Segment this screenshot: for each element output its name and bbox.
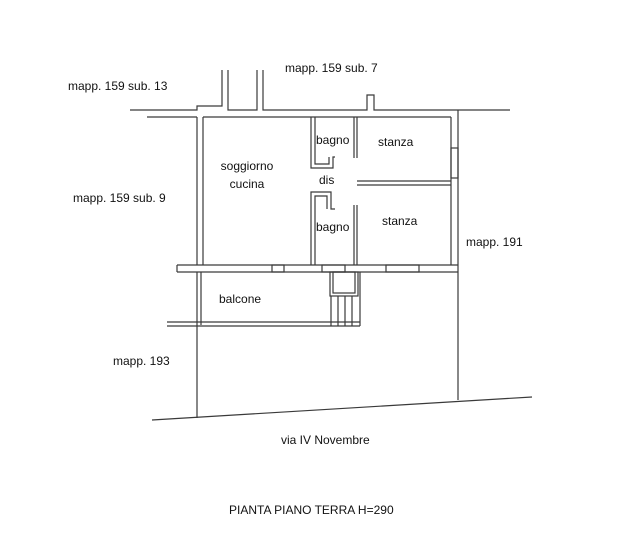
room-label-stanza-lower: stanza — [382, 214, 418, 228]
room-label-stanza-upper: stanza — [378, 135, 414, 149]
room-label-balcone: balcone — [219, 292, 262, 306]
room-label-bagno-lower: bagno — [316, 220, 350, 234]
room-label-bagno-upper: bagno — [316, 133, 350, 147]
street-label: via IV Novembre — [281, 433, 370, 447]
parcel-label-sub7: mapp. 159 sub. 7 — [285, 61, 378, 75]
room-label-soggiorno: soggiorno — [220, 159, 274, 173]
parcel-label-sub9: mapp. 159 sub. 9 — [73, 191, 166, 205]
drawing-title: PIANTA PIANO TERRA H=290 — [229, 503, 394, 517]
parcel-label-sub13: mapp. 159 sub. 13 — [68, 79, 168, 93]
parcel-label-193: mapp. 193 — [113, 354, 170, 368]
room-label-dis: dis — [319, 173, 335, 187]
parcel-label-191: mapp. 191 — [466, 235, 523, 249]
room-label-cucina: cucina — [229, 177, 265, 191]
